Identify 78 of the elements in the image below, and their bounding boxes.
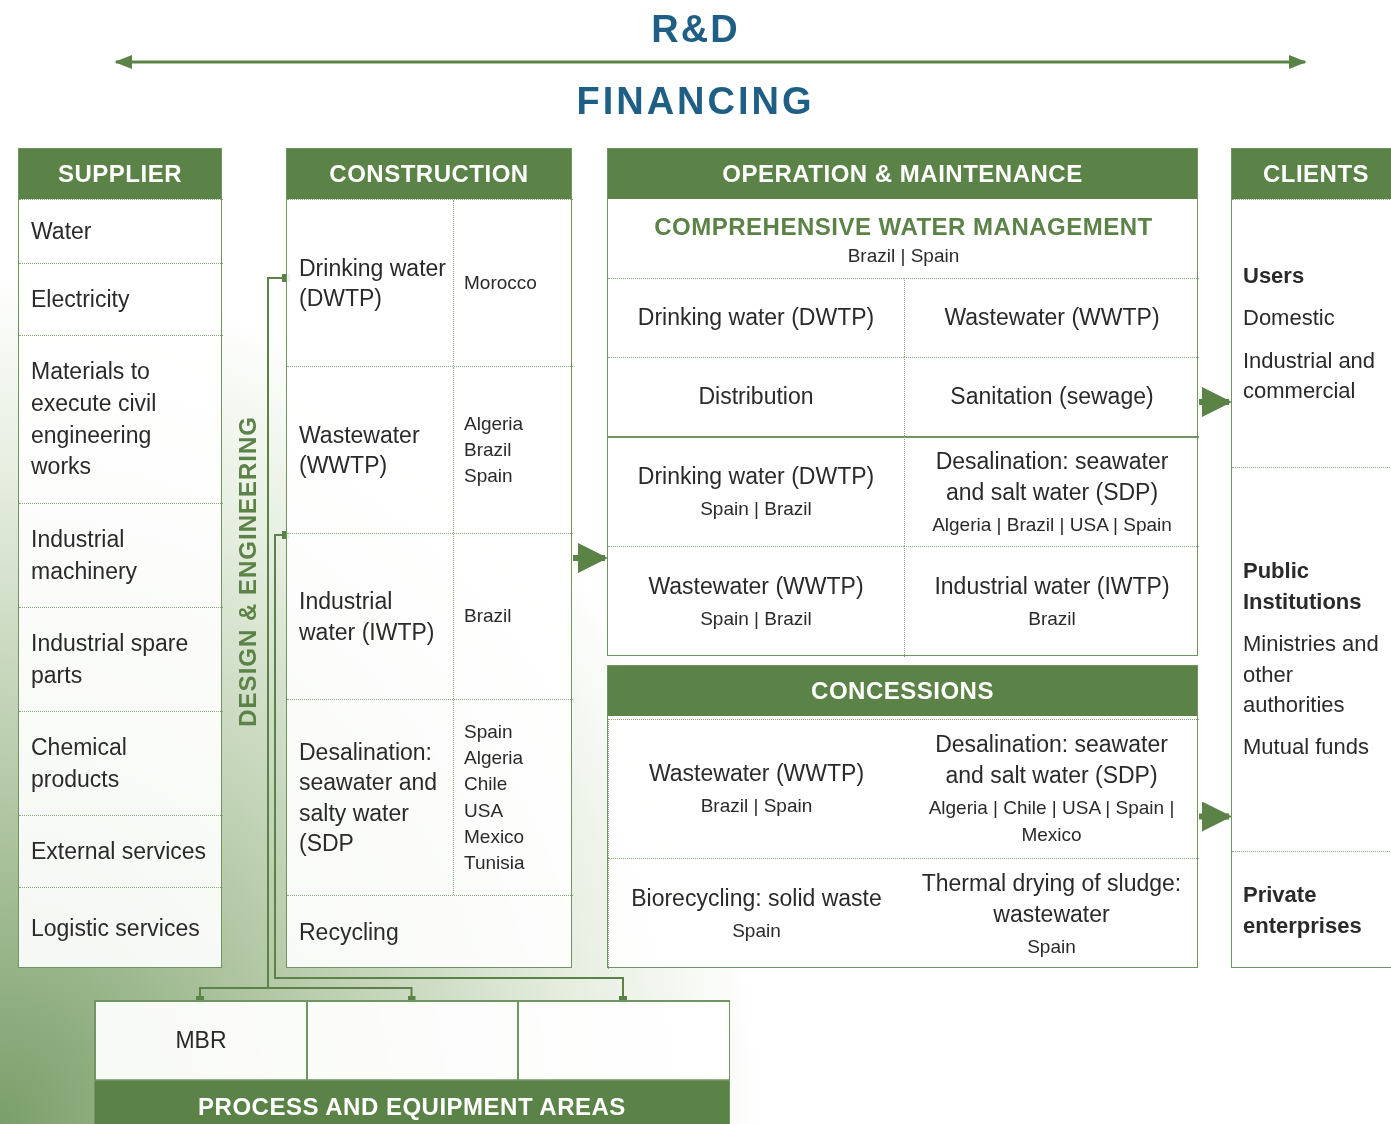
group-heading: Users <box>1243 261 1306 290</box>
table-cell <box>287 533 573 699</box>
country-list: Algeria | Brazil | USA | Spain <box>932 511 1172 539</box>
country-list: Brazil <box>464 603 534 630</box>
table-cell <box>904 546 1199 657</box>
cell-text: Distribution <box>698 382 814 412</box>
country-list: Spain | Brazil <box>700 606 812 633</box>
section-heading: COMPREHENSIVE WATER MANAGEMENT <box>653 213 1154 241</box>
table-panel <box>94 1000 730 1124</box>
country-list: Brazil | Spain <box>608 245 1199 267</box>
cell-text: Mutual funds <box>1243 733 1370 762</box>
country-list: Spain Algeria Chile USA Mexico Tunisia <box>464 718 534 877</box>
country-list: Spain <box>732 918 781 945</box>
cell-text: Sanitation (sewage) <box>950 382 1154 412</box>
panel-heading: CONSTRUCTION <box>287 149 571 199</box>
arrow <box>1199 801 1232 832</box>
table-panel <box>607 148 1198 656</box>
cell-text: Biorecycling: solid waste <box>631 884 882 914</box>
table-cell <box>608 858 904 969</box>
cell-text: Industrial machinery <box>31 524 139 586</box>
panel-heading: CONCESSIONS <box>608 666 1197 716</box>
cell-text: MBR <box>175 1026 227 1056</box>
heading-label: R&D <box>650 8 741 51</box>
cell-text: Materials to execute civil engineering works <box>31 357 158 482</box>
cell-text: Domestic <box>1243 304 1336 333</box>
country-list: Brazil | Spain <box>700 793 813 820</box>
cell-text: Wastewater (WWTP) <box>648 572 864 602</box>
cell-text: Recycling <box>299 917 399 947</box>
table-cell <box>904 357 1199 436</box>
table-panel <box>1231 148 1391 968</box>
table-cell <box>287 366 573 533</box>
cell-text: Industrial water (IWTP) <box>934 572 1170 602</box>
cell-text: Drinking water (DWTP) <box>299 253 447 313</box>
country-list: Algeria | Chile | USA | Spain | Mexico <box>914 795 1189 849</box>
cell-text: Drinking water (DWTP) <box>637 462 875 492</box>
cell-text: Water <box>31 216 92 246</box>
country-list: Morocco <box>464 269 534 297</box>
panel-heading: OPERATION & MAINTENANCE <box>608 149 1197 199</box>
cell-text: Chemical products <box>31 732 128 794</box>
table-cell <box>904 278 1199 357</box>
cell-text: Desalination: seawater and salty water (SDP <box>299 737 439 858</box>
heading-label: FINANCING <box>575 80 816 123</box>
table-cell <box>287 199 573 366</box>
arrow <box>573 543 608 573</box>
panel-heading: PROCESS AND EQUIPMENT AREAS <box>95 1079 729 1124</box>
cell-text: Wastewater (WWTP) <box>299 420 421 480</box>
cell-text: Electricity <box>31 284 130 314</box>
cell-text: Industrial and commercial <box>1243 346 1377 405</box>
table-panel <box>607 665 1198 968</box>
cell-text: External services <box>31 836 207 866</box>
process-box <box>95 1001 307 1081</box>
process-box <box>518 1001 730 1081</box>
cell-text: Wastewater (WWTP) <box>648 759 865 789</box>
panel-heading: SUPPLIER <box>19 149 221 199</box>
table-panel <box>18 148 222 968</box>
table-cell <box>904 436 1199 546</box>
cell-text: Logistic services <box>31 913 200 943</box>
cell-text: Desalination: seawater and salt water (SDP) <box>934 730 1169 791</box>
cell-text: Thermal drying of sludge: wastewater <box>920 868 1183 929</box>
cell-text: Industrial water (IWTP) <box>299 587 436 647</box>
group-heading: Public Institutions <box>1243 557 1363 616</box>
table-panel <box>286 148 572 968</box>
country-list: Spain | Brazil <box>700 496 812 523</box>
cell-text: Industrial spare parts <box>31 628 190 690</box>
arrow <box>1199 387 1232 417</box>
cell-text: Ministries and other authorities <box>1243 630 1380 719</box>
cell-text: Desalination: seawater and salt water (SDP) <box>934 446 1170 507</box>
country-list: Algeria Brazil Spain <box>464 410 534 490</box>
panel-heading: CLIENTS <box>1232 149 1391 199</box>
table-cell <box>608 719 904 858</box>
vertical-label: DESIGN & ENGINEERING <box>234 416 262 727</box>
country-list: Spain <box>1027 933 1076 961</box>
group-heading: Private enterprises <box>1243 881 1363 940</box>
country-list: Brazil <box>1028 606 1076 633</box>
cell-text: Drinking water (DWTP) <box>637 303 875 333</box>
table-cell <box>287 699 573 895</box>
process-box <box>307 1001 518 1081</box>
cell-text: Wastewater (WWTP) <box>944 303 1160 333</box>
